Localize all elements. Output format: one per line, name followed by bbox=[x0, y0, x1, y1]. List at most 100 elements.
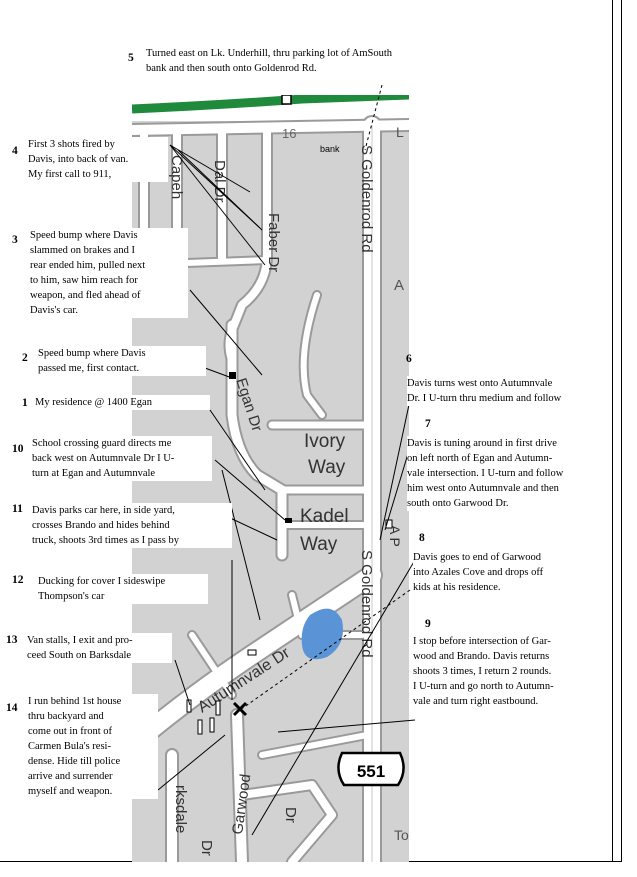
note-7-line: Davis is tuning around in first drive bbox=[407, 438, 557, 449]
truck-marker-1 bbox=[197, 719, 203, 735]
note-5-line: bank and then south onto Goldenrod Rd. bbox=[146, 63, 317, 74]
note-1: My residence @ 1400 Egan bbox=[35, 395, 210, 410]
note-4-line: Davis, into back of van. bbox=[28, 154, 129, 165]
street-label-to: To bbox=[394, 827, 409, 843]
note-3-line: Speed bump where Davis bbox=[30, 230, 138, 241]
route-shield-label: 551 bbox=[357, 762, 385, 781]
note-14-line: Carmen Bula's resi- bbox=[28, 741, 111, 752]
note-7-line: on left north of Egan and Autumn- bbox=[407, 453, 553, 464]
note-6: Davis turns west onto Autumnvale Dr. I U… bbox=[407, 376, 612, 406]
note-12-line: Thompson's car bbox=[38, 591, 105, 602]
car-marker bbox=[215, 700, 221, 716]
note-number-2: 2 bbox=[22, 352, 28, 364]
note-10-line: back west on Autumnvale Dr I U- bbox=[32, 453, 175, 464]
note-number-5: 5 bbox=[128, 52, 134, 64]
note-5: Turned east on Lk. Underhill, thru parki… bbox=[146, 46, 466, 76]
note-number-9: 9 bbox=[425, 618, 431, 630]
note-3-line: weapon, and fled ahead of bbox=[30, 290, 141, 301]
note-number-7: 7 bbox=[425, 418, 431, 430]
van-marker bbox=[186, 699, 192, 713]
note-number-10: 10 bbox=[12, 443, 24, 455]
note-8: Davis goes to end of Garwood into Azales… bbox=[413, 550, 603, 595]
note-8-line: Davis goes to end of Garwood bbox=[413, 552, 542, 563]
note-7-line: vale intersection. I U-turn and follow bbox=[407, 468, 564, 479]
road-number-label: 16 bbox=[282, 126, 296, 141]
note-3-line: to him, saw him reach for bbox=[30, 275, 138, 286]
note-11: Davis parks car here, in side yard, cros… bbox=[32, 503, 232, 548]
note-11-line: truck, shoots 3rd times as I pass by bbox=[32, 535, 179, 546]
right-border-line bbox=[612, 0, 613, 862]
note-9-line: I U-turn and go north to Autumn- bbox=[413, 681, 554, 692]
note-14-line: come out in front of bbox=[28, 726, 112, 737]
note-14-line: dense. Hide till police bbox=[28, 756, 121, 767]
note-7: Davis is tuning around in first drive on… bbox=[407, 436, 612, 511]
note-13-line: Van stalls, I exit and pro- bbox=[27, 635, 133, 646]
note-3-line: Davis's car. bbox=[30, 305, 78, 316]
note-10-line: School crossing guard directs me bbox=[32, 438, 172, 449]
route-551-shield: 551 bbox=[337, 751, 405, 787]
note-number-6: 6 bbox=[406, 353, 412, 365]
note-4: First 3 shots fired by Davis, into back … bbox=[28, 137, 168, 182]
driveway-marker bbox=[247, 649, 257, 656]
bank-label: bank bbox=[320, 144, 340, 154]
note-number-1: 1 bbox=[22, 397, 28, 409]
note-3-line: slammed on brakes and I bbox=[30, 245, 135, 256]
street-label-ivory-way: Way bbox=[308, 457, 346, 478]
note-9-line: vale and turn right eastbound. bbox=[413, 696, 539, 707]
note-number-13: 13 bbox=[6, 634, 18, 646]
note-8-line: into Azales Cove and drops off bbox=[413, 567, 544, 578]
street-label-faber: Faber Dr bbox=[265, 213, 282, 272]
note-number-8: 8 bbox=[419, 532, 425, 544]
note-7-line: him west onto Autumnvale and then bbox=[407, 483, 559, 494]
speed-bump-marker bbox=[229, 372, 236, 379]
note-9-line: I stop before intersection of Gar- bbox=[413, 636, 551, 647]
note-2: Speed bump where Davis passed me, first … bbox=[38, 346, 206, 376]
note-number-4: 4 bbox=[12, 145, 18, 157]
note-14-line: arrive and surrender bbox=[28, 771, 113, 782]
note-2-line: Speed bump where Davis bbox=[38, 348, 146, 359]
note-13: Van stalls, I exit and pro- ceed South o… bbox=[27, 633, 172, 663]
truck-marker-2 bbox=[209, 717, 215, 733]
note-3-line: rear ended him, pulled next bbox=[30, 260, 146, 271]
note-12-line: Ducking for cover I sideswipe bbox=[38, 576, 166, 587]
note-10: School crossing guard directs me back we… bbox=[32, 436, 212, 481]
parked-car-marker bbox=[285, 518, 292, 523]
note-4-line: First 3 shots fired by bbox=[28, 139, 115, 150]
note-4-line: My first call to 911, bbox=[28, 169, 112, 180]
street-label-dal: Dal Dr bbox=[211, 160, 228, 203]
note-9-line: shoots 3 times, I return 2 rounds. bbox=[413, 666, 552, 677]
highway-green bbox=[132, 95, 409, 114]
note-number-3: 3 bbox=[12, 234, 18, 246]
highway-marker bbox=[281, 95, 292, 105]
street-label-s-goldenrod-bottom: S Goldenrod Rd bbox=[358, 550, 375, 658]
street-label-a: A bbox=[394, 277, 404, 294]
note-3: Speed bump where Davis slammed on brakes… bbox=[30, 228, 188, 318]
note-14-line: thru backyard and bbox=[28, 711, 104, 722]
note-11-line: crosses Brando and hides behind bbox=[32, 520, 170, 531]
note-14-line: myself and weapon. bbox=[28, 786, 113, 797]
note-number-14: 14 bbox=[6, 702, 18, 714]
street-label-capeh: Capeh bbox=[168, 155, 185, 199]
street-label-l: L bbox=[396, 124, 404, 140]
note-6-line: Davis turns west onto Autumnvale bbox=[407, 378, 553, 389]
note-8-line: kids at his residence. bbox=[413, 582, 501, 593]
right-outer-border-line bbox=[621, 0, 622, 862]
street-label-kadel-way: Way bbox=[300, 534, 338, 555]
note-2-line: passed me, first contact. bbox=[38, 363, 140, 374]
note-11-line: Davis parks car here, in side yard, bbox=[32, 505, 175, 516]
note-9: I stop before intersection of Gar- wood … bbox=[413, 634, 603, 709]
note-5-line: Turned east on Lk. Underhill, thru parki… bbox=[146, 48, 393, 59]
street-label-garwood-dr: Dr bbox=[282, 807, 299, 823]
street-label-kadel: Kadel bbox=[300, 506, 349, 527]
note-12: Ducking for cover I sideswipe Thompson's… bbox=[38, 574, 208, 604]
note-9-line: wood and Brando. Davis returns bbox=[413, 651, 550, 662]
note-14-line: I run behind 1st house bbox=[28, 696, 122, 707]
note-7-line: south onto Garwood Dr. bbox=[407, 498, 509, 509]
note-1-line: My residence @ 1400 Egan bbox=[35, 397, 152, 408]
street-label-barksdale-dr: Dr bbox=[198, 840, 215, 856]
note-10-line: turn at Egan and Autumnvale bbox=[32, 468, 156, 479]
note-number-11: 11 bbox=[12, 503, 23, 515]
street-label-ivory: Ivory bbox=[304, 431, 346, 452]
street-label-s-goldenrod-top: S Goldenrod Rd bbox=[358, 145, 375, 253]
